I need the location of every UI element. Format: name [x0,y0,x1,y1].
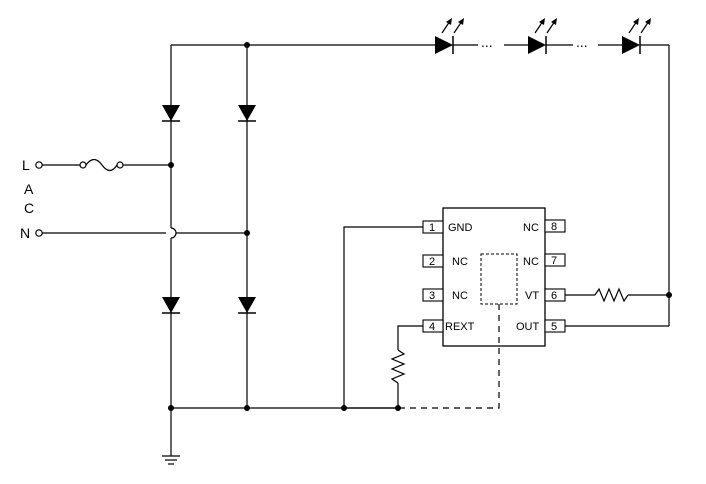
pin-label: VT [525,290,539,302]
bridge-diode-1 [161,104,181,122]
fuse [79,158,124,172]
led-ellipsis: ... [481,34,493,50]
pin-label: REXT [445,321,475,333]
ac-label-c: C [24,200,34,216]
led-1 [434,17,465,55]
pin-box [422,288,444,302]
driver-ic: 1 GND 2 NC 3 NC 4 REXT 8 NC 7 NC 6 VT 5 … [422,207,566,347]
pin-label: NC [523,222,539,234]
line-terminal [35,161,43,169]
exposed-pad [480,253,518,305]
pin-label: GND [448,222,473,234]
vt-resistor [594,287,629,303]
led-3 [621,17,652,55]
ic-connections [341,226,669,411]
ac-input: L A C N [20,157,247,241]
led-2 [527,17,558,55]
rext-resistor [390,349,406,384]
pin-number: 5 [551,321,557,333]
neutral-terminal [35,229,43,237]
pin-box [422,254,444,268]
ground-symbol [162,408,180,465]
exposed-pad-connection [398,304,500,409]
bridge-diode-2 [237,104,257,122]
neutral-terminal-label: N [20,225,30,241]
pin-number: 1 [429,222,435,234]
junction-dot [244,405,250,411]
pin-label: NC [452,256,468,268]
pin-number: 8 [551,221,557,233]
pin-number: 7 [551,255,557,267]
bridge-diode-4 [237,296,257,314]
pin-label: OUT [516,321,540,333]
junction-dot [341,405,347,411]
pin-label: NC [523,256,539,268]
pin-number: 6 [551,290,557,302]
pin-number: 2 [429,256,435,268]
pin-label: NC [452,290,468,302]
pin-number: 3 [429,290,435,302]
bridge-diode-3 [161,296,181,314]
pin-box [544,219,566,233]
ac-label-a: A [24,181,34,197]
led-ellipsis: ... [576,34,588,50]
junction-dot [244,42,250,48]
pin-box [544,253,566,267]
line-terminal-label: L [22,157,30,173]
led-string: ... ... [434,17,672,326]
ic-body [442,207,546,347]
pin-number: 4 [429,321,435,333]
